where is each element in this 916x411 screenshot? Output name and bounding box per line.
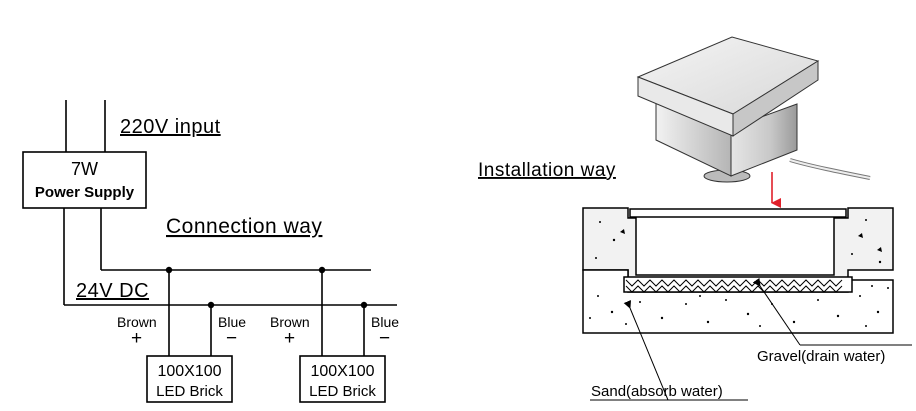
junction-dot: [165, 266, 173, 274]
brick1-box: [146, 355, 233, 403]
brick2-name: LED Brick: [309, 383, 376, 400]
brick1-size: 100X100: [157, 363, 221, 380]
ground-cross-section: [582, 207, 894, 334]
gravel-label: Gravel(drain water): [757, 348, 885, 365]
sand-leader: [623, 300, 669, 401]
brick1-brown-sign: +: [131, 328, 142, 349]
brick1-brown-label: Brown: [117, 314, 157, 330]
supply-watts: 7W: [71, 159, 98, 179]
brick2-box: [299, 355, 386, 403]
power-supply-box: [22, 151, 147, 209]
brick-recess: [635, 214, 835, 276]
wiring-diagram: [22, 100, 397, 403]
ground-speckles: [589, 219, 889, 327]
brick2-size: 100X100: [310, 363, 374, 380]
led-brick-illustration: [636, 36, 871, 183]
brick2-brown-sign: +: [284, 328, 295, 349]
junction-dot: [207, 301, 215, 309]
brick2-blue-label: Blue: [371, 314, 399, 330]
gravel-leader: [752, 277, 801, 346]
connection-way-title: Connection way: [166, 215, 322, 238]
input-label: 220V input: [120, 116, 221, 138]
sand-label: Sand(absorb water): [591, 383, 723, 400]
brick-cable-inner: [789, 159, 871, 179]
brick1-blue-label: Blue: [218, 314, 246, 330]
brick1-name: LED Brick: [156, 383, 223, 400]
junction-dot: [318, 266, 326, 274]
brick2-blue-sign: −: [379, 328, 390, 349]
brick-top-edge-right: [732, 60, 819, 137]
junction-dot: [360, 301, 368, 309]
installed-brick-top: [629, 208, 847, 218]
installation-way-title: Installation way: [478, 160, 616, 181]
junction-dots: [165, 266, 368, 309]
dc-label: 24V DC: [76, 280, 149, 302]
gravel-texture: [625, 279, 843, 293]
supply-name: Power Supply: [35, 184, 135, 201]
brick2-brown-label: Brown: [270, 314, 310, 330]
brick1-blue-sign: −: [226, 328, 237, 349]
